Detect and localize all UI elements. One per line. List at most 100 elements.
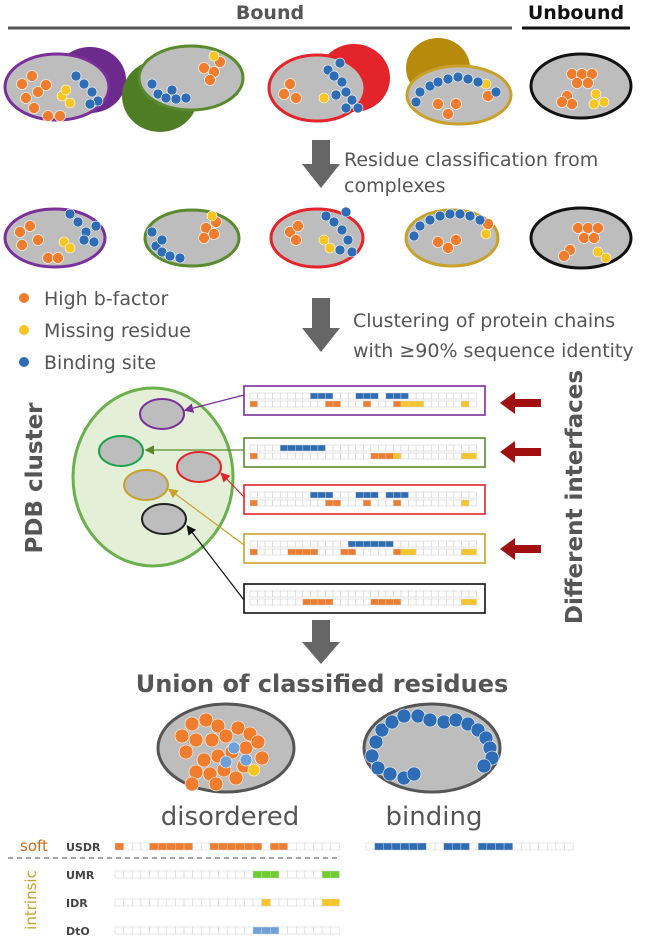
track-cell-idr — [304, 898, 314, 907]
track-cell-dto — [157, 926, 168, 935]
track-cell-idr — [287, 898, 297, 907]
track-cell-umr — [166, 870, 176, 879]
residue-cell — [279, 548, 289, 556]
track-cell-umr — [321, 870, 331, 879]
residue-high-bfactor — [198, 62, 210, 74]
union-residue-overlap — [239, 753, 253, 767]
track-cell-dto — [114, 926, 124, 935]
residue-cell — [317, 392, 326, 400]
residue-cell — [461, 548, 470, 556]
track-cell-usdr-binding — [495, 842, 505, 851]
residue-binding-site — [342, 234, 354, 246]
step-arrow-3 — [302, 620, 340, 664]
unbound-header: Unbound — [528, 2, 624, 24]
track-cell-umr — [278, 870, 288, 879]
residue-cell — [317, 548, 326, 556]
residue-binding-site — [78, 234, 90, 246]
track-cell-usdr — [313, 842, 323, 851]
residue-high-bfactor — [28, 102, 40, 114]
residue-cell — [453, 491, 462, 499]
track-cell-usdr-binding — [564, 842, 574, 851]
residue-cell — [332, 598, 341, 606]
interface-arrow-head — [500, 538, 515, 560]
residue-high-bfactor — [432, 236, 444, 248]
residue-cell — [332, 400, 341, 408]
residue-cell — [287, 540, 296, 548]
residue-cell — [340, 540, 349, 548]
residue-cell — [287, 598, 296, 606]
track-cell-dto — [192, 926, 202, 935]
residue-cell — [461, 598, 470, 606]
residue-cell — [461, 540, 470, 548]
track-cell-idr — [278, 898, 288, 907]
residue-cell — [302, 392, 311, 400]
residue-cell — [295, 598, 304, 606]
residue-cell — [340, 499, 349, 507]
track-cell-usdr — [218, 842, 228, 851]
residue-cell — [430, 491, 440, 499]
residue-cell — [264, 499, 273, 507]
residue-cell — [272, 491, 281, 499]
union-residue-high-bfactor — [230, 720, 246, 736]
residue-cell — [408, 598, 417, 606]
track-cell-umr — [149, 870, 159, 879]
residue-cell — [287, 499, 296, 507]
residue-cell — [393, 499, 402, 507]
residue-cell — [287, 400, 296, 408]
cluster-member-gold — [123, 469, 169, 501]
track-cell-usdr — [175, 842, 185, 851]
residue-cell — [446, 444, 455, 452]
disordered-label: disordered — [161, 802, 300, 832]
track-cell-usdr-binding — [408, 842, 419, 851]
residue-cell — [461, 444, 470, 452]
cluster-member-purple — [139, 398, 185, 430]
track-cell-umr — [140, 870, 150, 879]
residue-cell — [453, 499, 462, 507]
residue-cell — [295, 491, 304, 499]
union-residue-high-bfactor — [228, 770, 244, 786]
residue-cell — [340, 590, 349, 598]
residue-cell — [415, 392, 424, 400]
residue-binding-site — [64, 208, 76, 220]
residue-binding-site — [334, 57, 346, 69]
residue-cell — [347, 590, 356, 598]
residue-cell — [423, 392, 432, 400]
residue-cell — [302, 499, 311, 507]
residue-cell — [340, 548, 349, 556]
residue-cell — [378, 491, 387, 499]
residue-cell — [302, 540, 311, 548]
track-cell-usdr — [226, 842, 237, 851]
residue-cell — [355, 499, 364, 507]
track-cell-usdr — [330, 842, 340, 851]
residue-cell — [302, 452, 311, 460]
track-cell-usdr — [261, 842, 271, 851]
residue-cell — [370, 499, 379, 507]
track-cell-idr — [140, 898, 150, 907]
residue-cell — [363, 548, 372, 556]
residue-high-bfactor — [14, 226, 26, 238]
track-cell-umr — [218, 870, 228, 879]
residue-cell — [378, 452, 387, 460]
track-cell-usdr-binding — [529, 842, 539, 851]
residue-cell — [295, 590, 304, 598]
track-cell-usdr-binding — [426, 842, 436, 851]
residue-binding-site — [84, 98, 96, 110]
track-cell-umr — [183, 870, 193, 879]
step-arrow-2 — [302, 298, 340, 352]
track-cell-dto — [183, 926, 193, 935]
union-title: Union of classified residues — [136, 670, 509, 698]
union-residue-missing — [247, 763, 261, 777]
track-cell-usdr-binding — [546, 842, 557, 851]
track-cell-dto — [175, 926, 185, 935]
residue-cell — [378, 499, 387, 507]
residue-cell — [249, 452, 258, 460]
residue-cell — [415, 452, 424, 460]
union-residue-high-bfactor — [188, 732, 204, 748]
residue-cell — [363, 499, 372, 507]
sequence-strip-gold — [243, 533, 486, 564]
residue-cell — [332, 540, 341, 548]
residue-cell — [287, 491, 296, 499]
residue-high-bfactor — [42, 110, 54, 122]
residue-cell — [287, 392, 296, 400]
